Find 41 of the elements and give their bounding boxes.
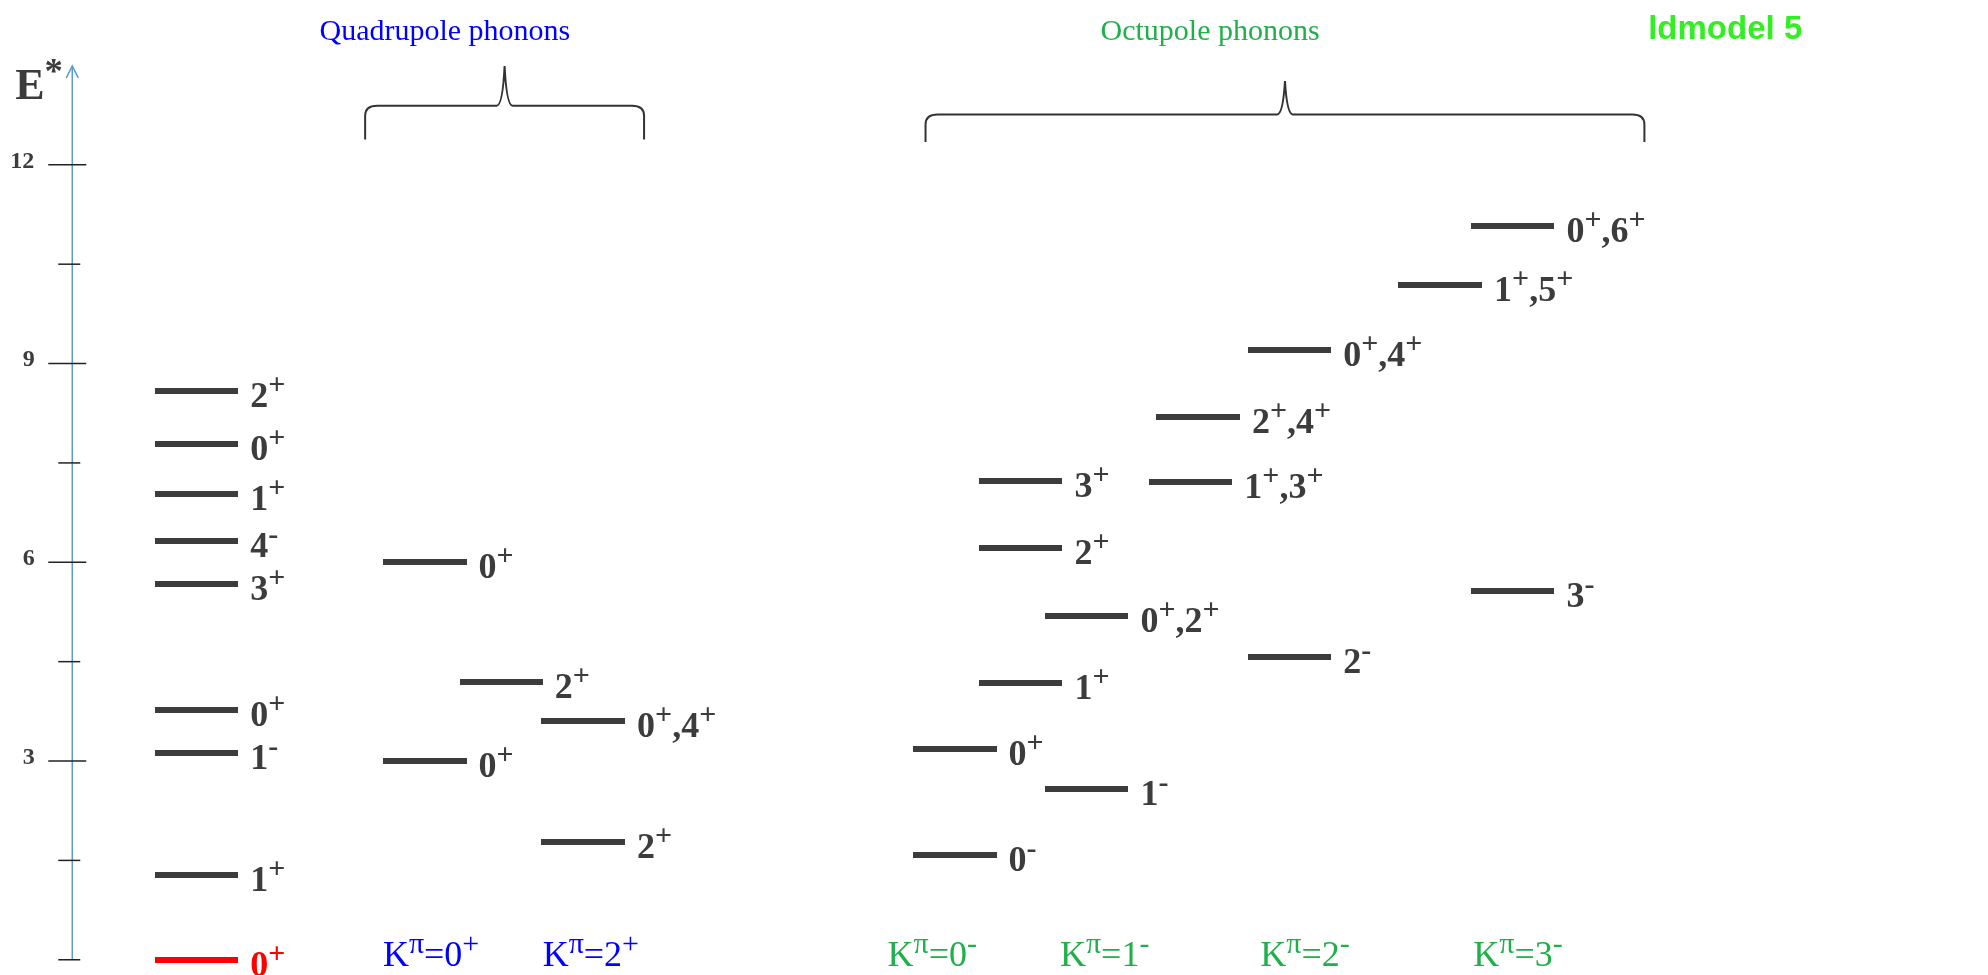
level-label: 0$^{+}$: [250, 421, 286, 466]
level-label: 2$^{+}$: [637, 819, 673, 864]
tick-label: 3: [22, 742, 35, 770]
level-label: 0$^{+}$,2$^{+}$: [1140, 594, 1220, 639]
level-label: 0$^{+}$,4$^{+}$: [637, 699, 717, 744]
level-label: 1$^{+}$,3$^{+}$: [1244, 459, 1324, 504]
level-label: 0$^{+}$: [478, 738, 514, 783]
level-label: 3$^{+}$: [1074, 458, 1110, 503]
group-title: Octupole phonons: [1100, 12, 1320, 46]
level-label: 0$^{+}$: [478, 539, 514, 584]
tick-label: 6: [22, 543, 35, 571]
level-label: 1$^{+}$: [250, 472, 286, 517]
band-label: K$^{π}$=3$^{-}$: [1473, 925, 1563, 975]
band-label: K$^{π}$=0$^{+}$: [382, 925, 480, 975]
level-label: 4$^{-}$: [250, 519, 279, 564]
band-label: K$^{π}$=0$^{-}$: [887, 925, 977, 975]
band-label: K$^{π}$=2$^{-}$: [1260, 925, 1350, 975]
level-label: 3$^{+}$: [250, 562, 286, 607]
level-label: 1$^{-}$: [250, 731, 279, 776]
level-label: 2$^{+}$: [250, 368, 286, 413]
band-label: K$^{π}$=1$^{-}$: [1059, 925, 1150, 975]
group-title: Quadrupole phonons: [319, 12, 571, 46]
level-label: 2$^{-}$: [1343, 634, 1372, 679]
level-label: 2$^{+}$,4$^{+}$: [1251, 395, 1332, 440]
level-label: 2$^{+}$: [1074, 525, 1110, 570]
level-label: 1$^{+}$: [250, 852, 286, 897]
tick-label: 9: [22, 344, 35, 372]
level-label: 0$^{+}$,4$^{+}$: [1343, 327, 1423, 372]
level-label: 0$^{+}$,6$^{+}$: [1566, 203, 1646, 248]
axis-label: E$^{*}$: [15, 50, 63, 109]
tick-label: 12: [10, 147, 35, 174]
level-label: 1$^{+}$: [1074, 661, 1110, 706]
level-label: 3$^{-}$: [1566, 568, 1595, 613]
level-label: 1$^{+}$,5$^{+}$: [1494, 263, 1574, 308]
band-label: K$^{π}$=2$^{+}$: [542, 925, 640, 975]
level-label: 0$^{+}$: [250, 688, 286, 732]
level-label: 0$^{+}$: [1008, 727, 1044, 772]
level-label: 1$^{-}$: [1140, 766, 1169, 811]
model-note: ldmodel 5: [1648, 10, 1803, 47]
level-label: 0$^{-}$: [1008, 832, 1037, 877]
level-label: 2$^{+}$: [554, 660, 590, 705]
